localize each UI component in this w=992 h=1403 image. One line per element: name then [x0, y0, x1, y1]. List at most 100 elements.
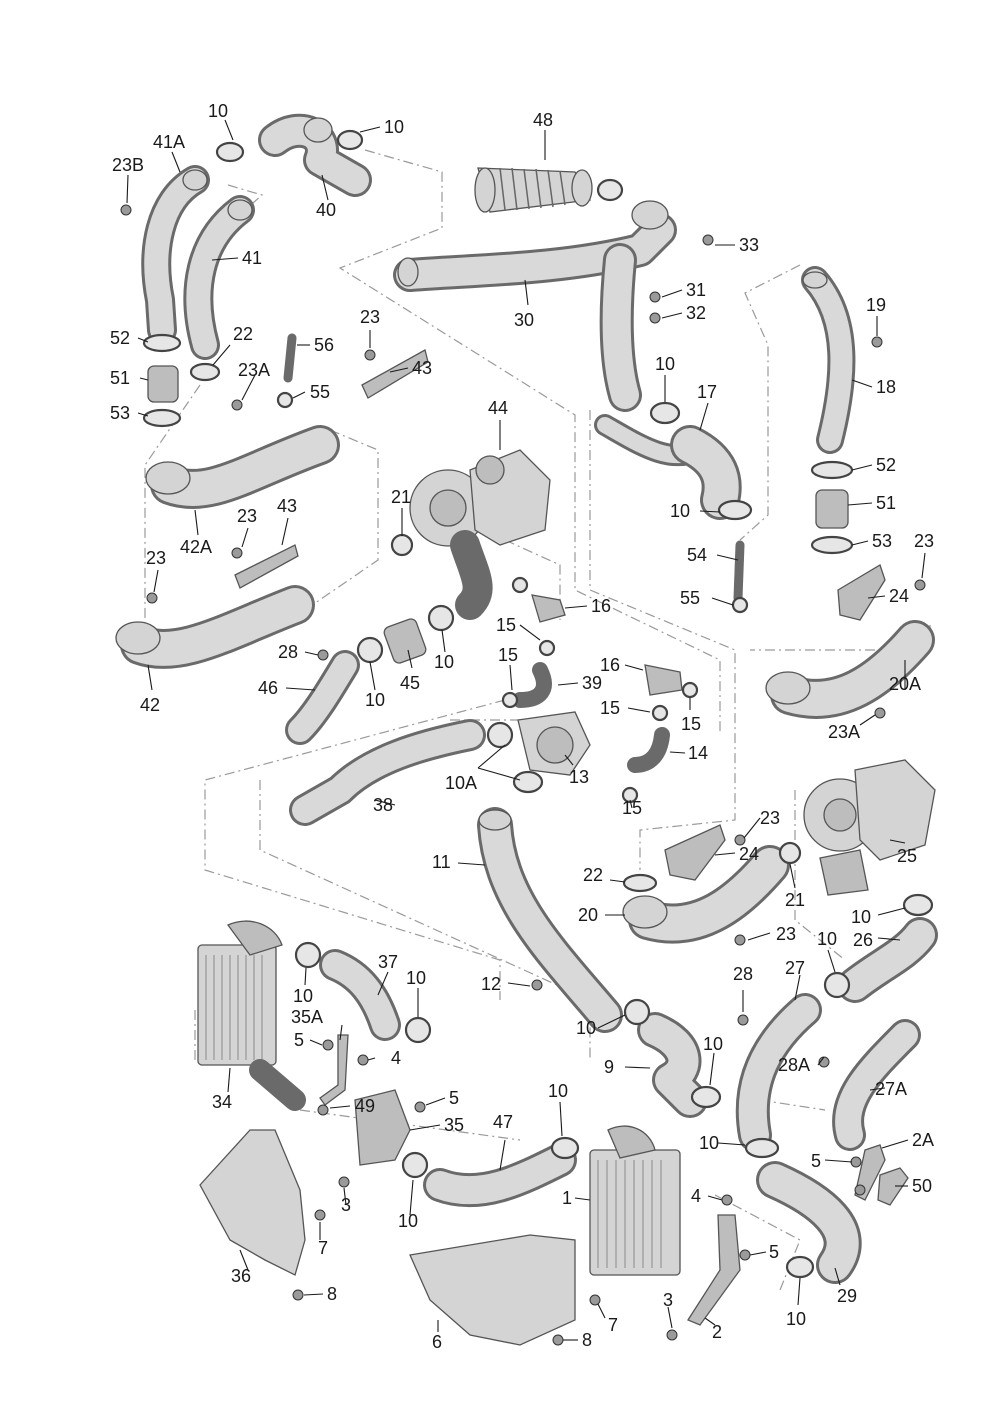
callout-23: 23: [776, 924, 796, 944]
hose-clamps: [215, 129, 934, 1279]
callout-23: 23: [760, 808, 780, 828]
callout-18: 18: [876, 377, 896, 397]
callout-10: 10: [655, 354, 675, 374]
callout-52: 52: [110, 328, 130, 348]
boot-48: [474, 167, 593, 213]
callout-37: 37: [378, 952, 398, 972]
callout-22: 22: [583, 865, 603, 885]
callout-10: 10: [398, 1211, 418, 1231]
callout-42a: 42A: [180, 537, 212, 557]
air-guide-6: [409, 1234, 576, 1346]
callout-10: 10: [406, 968, 426, 988]
callout-55: 55: [310, 382, 330, 402]
leader-lines: [126, 119, 926, 1341]
callout-23: 23: [360, 307, 380, 327]
callout-52: 52: [876, 455, 896, 475]
callout-15: 15: [681, 714, 701, 734]
callout-20a: 20A: [889, 674, 921, 694]
callout-10a: 10A: [445, 773, 477, 793]
air-guide-36: [199, 1129, 306, 1276]
callout-10: 10: [548, 1081, 568, 1101]
pipe-20a: [765, 620, 935, 719]
callout-28: 28: [278, 642, 298, 662]
callout-15: 15: [496, 615, 516, 635]
callout-43: 43: [412, 358, 432, 378]
callout-7: 7: [608, 1315, 618, 1335]
pipe-41: [183, 195, 255, 360]
callout-35a: 35A: [291, 1007, 323, 1027]
sleeve-51-right: [815, 489, 849, 529]
callout-42: 42: [140, 695, 160, 715]
callout-10: 10: [670, 501, 690, 521]
pipe-18: [801, 266, 856, 454]
bracket-2: [687, 1214, 741, 1326]
callout-50: 50: [912, 1176, 932, 1196]
callout-7: 7: [318, 1238, 328, 1258]
callout-21: 21: [391, 487, 411, 507]
callout-41a: 41A: [153, 132, 185, 152]
clamp-52-right: [810, 460, 854, 480]
callout-27a: 27A: [875, 1079, 907, 1099]
pipe-42: [115, 585, 315, 669]
callout-15: 15: [622, 798, 642, 818]
callout-5: 5: [769, 1242, 779, 1262]
pipe-11: [477, 807, 623, 1033]
hose-56: [283, 333, 297, 383]
turbocharger-25: [803, 759, 936, 896]
callout-25: 25: [897, 846, 917, 866]
intercooler-34: [197, 920, 306, 1111]
callout-5: 5: [294, 1030, 304, 1050]
callout-17: 17: [697, 382, 717, 402]
elbow-14: [627, 727, 670, 773]
callout-36: 36: [231, 1266, 251, 1286]
pipe-20: [622, 845, 790, 944]
callout-51: 51: [876, 493, 896, 513]
turbocharger-44: [409, 449, 551, 620]
callout-6: 6: [432, 1332, 442, 1352]
elbow-40: [258, 113, 372, 197]
callout-5: 5: [449, 1088, 459, 1108]
callout-23a: 23A: [828, 722, 860, 742]
callout-43: 43: [277, 496, 297, 516]
callout-48: 48: [533, 110, 553, 130]
callout-labels: 10 10 41A 23B 40 41 48 33 31 32 30 19 18…: [110, 101, 934, 1352]
callout-10: 10: [384, 117, 404, 137]
callout-10: 10: [208, 101, 228, 121]
callout-45: 45: [400, 673, 420, 693]
callout-2: 2: [712, 1322, 722, 1342]
callout-19: 19: [866, 295, 886, 315]
hose-54: [733, 540, 745, 603]
callout-22: 22: [233, 324, 253, 344]
callout-4: 4: [691, 1186, 701, 1206]
callout-9: 9: [604, 1057, 614, 1077]
callout-13: 13: [569, 767, 589, 787]
strip-50: [877, 1167, 909, 1206]
callout-10: 10: [817, 929, 837, 949]
callout-40: 40: [316, 200, 336, 220]
callout-28a: 28A: [778, 1055, 810, 1075]
callout-10: 10: [699, 1133, 719, 1153]
bracket-43-upper: [361, 349, 429, 399]
callout-53: 53: [872, 531, 892, 551]
callout-20: 20: [578, 905, 598, 925]
callout-33: 33: [739, 235, 759, 255]
callout-10: 10: [293, 986, 313, 1006]
callout-23: 23: [146, 548, 166, 568]
callout-10: 10: [365, 690, 385, 710]
callout-10: 10: [434, 652, 454, 672]
bracket-24-lower: [664, 824, 726, 881]
callout-21: 21: [785, 890, 805, 910]
pipe-41a: [141, 165, 210, 345]
callout-47: 47: [493, 1112, 513, 1132]
callout-35: 35: [444, 1115, 464, 1135]
bolts: [120, 204, 926, 1346]
callout-55: 55: [680, 588, 700, 608]
callout-30: 30: [514, 310, 534, 330]
o-ring-22-left: [189, 362, 221, 382]
callout-27: 27: [785, 958, 805, 978]
callout-11: 11: [432, 852, 451, 872]
callout-10: 10: [703, 1034, 723, 1054]
callout-15: 15: [498, 645, 518, 665]
callout-8: 8: [327, 1284, 337, 1304]
